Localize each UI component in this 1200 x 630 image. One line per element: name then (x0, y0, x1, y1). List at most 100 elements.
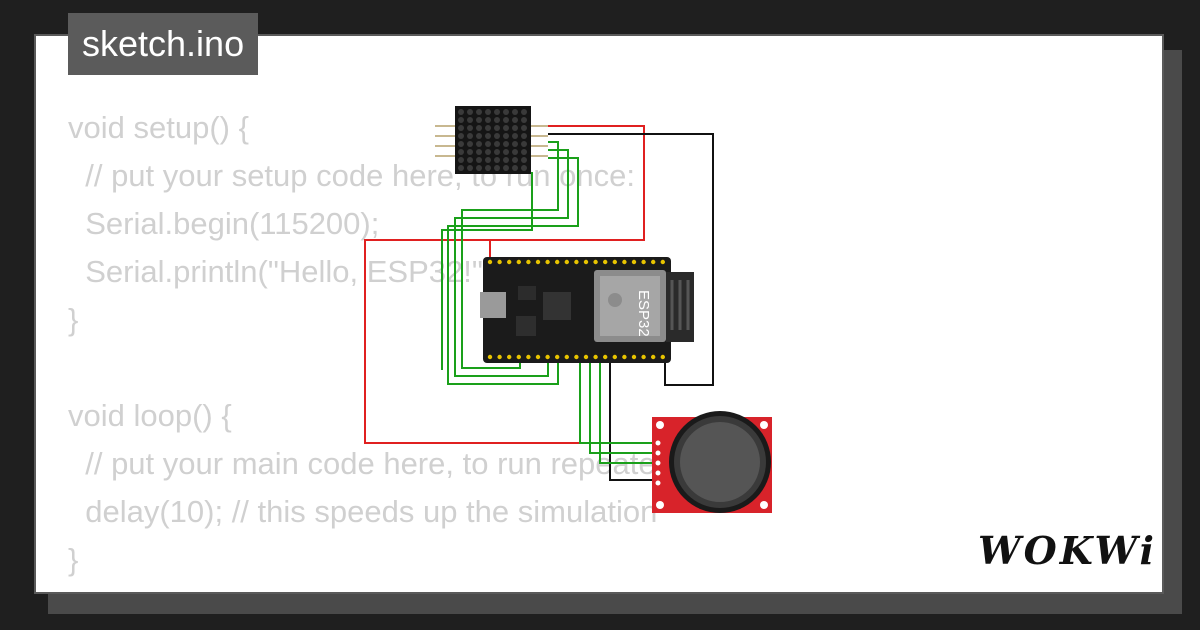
code-line: } (68, 542, 79, 577)
signal-wire (461, 141, 559, 369)
code-line: Serial.begin(115200); (68, 206, 380, 241)
header-pin (497, 354, 502, 360)
header-pin (545, 259, 550, 265)
led-dot (476, 109, 482, 115)
header-pin (516, 354, 521, 360)
joystick-module[interactable] (652, 411, 772, 513)
led-dot (485, 141, 491, 147)
header-pin (535, 259, 541, 265)
led-dot (521, 165, 527, 171)
header-pin (631, 354, 637, 360)
led-dot (494, 133, 500, 139)
led-dot (512, 109, 518, 115)
led-dot (485, 133, 491, 139)
led-dot (503, 117, 509, 123)
led-dot (503, 157, 509, 163)
led-dot (494, 117, 500, 123)
signal-wire (599, 362, 660, 464)
header-pin (574, 354, 579, 360)
wires (364, 125, 714, 481)
led-dot (476, 133, 482, 139)
led-dot (512, 117, 518, 123)
led-dot (494, 125, 500, 131)
header-pin (564, 354, 569, 360)
header-pin (526, 259, 531, 265)
header-pin (612, 259, 617, 265)
file-tab[interactable]: sketch.ino (68, 13, 259, 75)
led-dot (485, 109, 491, 115)
led-dot (467, 109, 473, 115)
header-pin (593, 354, 598, 360)
led-dot (485, 165, 491, 171)
led-dot (503, 149, 509, 155)
header-pin (583, 259, 589, 265)
header-pin (612, 354, 617, 360)
led-dot (521, 109, 527, 115)
header-pin (507, 259, 512, 265)
header-pin (487, 354, 493, 360)
led-dot (503, 109, 509, 115)
led-dot (521, 157, 527, 163)
header-pin (603, 259, 608, 265)
led-dot (521, 117, 527, 123)
signal-wire (441, 172, 533, 370)
led-dot (467, 141, 473, 147)
header-pin (651, 354, 656, 360)
joystick-pins (655, 440, 661, 486)
led-dot (512, 149, 518, 155)
led-dot (476, 157, 482, 163)
header-pin (555, 354, 560, 360)
code-line: // put your setup code here, to run once… (68, 158, 635, 193)
led-dot (458, 157, 464, 163)
power-wire-joystick (364, 239, 660, 444)
code-line: void loop() { (68, 398, 232, 433)
led-dot (494, 141, 500, 147)
led-dot (467, 157, 473, 163)
led-dot (512, 165, 518, 171)
led-dot (512, 125, 518, 131)
ground-wire (548, 133, 714, 386)
led-dot (467, 125, 473, 131)
header-pin (603, 354, 608, 360)
header-pin (574, 259, 579, 265)
led-dot (494, 109, 500, 115)
led-dot (521, 141, 527, 147)
signal-wire (447, 157, 579, 385)
header-pin (497, 259, 502, 265)
led-dot (485, 157, 491, 163)
led-dot (458, 141, 464, 147)
led-dot (494, 165, 500, 171)
led-dot (476, 117, 482, 123)
led-dot (503, 165, 509, 171)
led-dot (476, 165, 482, 171)
led-dot (494, 157, 500, 163)
header-pin (526, 354, 531, 360)
header-pin (660, 354, 665, 360)
led-dot (467, 117, 473, 123)
led-dot (458, 125, 464, 131)
header-pin (516, 259, 521, 265)
header-pin (651, 259, 656, 265)
led-dot (458, 109, 464, 115)
header-pin (631, 259, 637, 265)
led-dot (503, 125, 509, 131)
led-dot (485, 149, 491, 155)
led-dot (458, 117, 464, 123)
led-dot (458, 149, 464, 155)
led-dot (485, 125, 491, 131)
led-dot (503, 133, 509, 139)
header-pin (507, 354, 512, 360)
header-pin (660, 259, 665, 265)
header-pin (641, 354, 646, 360)
wokwi-logo: WOKWi (978, 528, 1157, 573)
led-dot (521, 133, 527, 139)
led-dot (476, 125, 482, 131)
header-pin (535, 354, 541, 360)
header-pin (487, 259, 493, 265)
signal-wire (589, 362, 660, 454)
esp32-board[interactable]: ESP32 (480, 257, 694, 363)
led-matrix[interactable] (435, 106, 548, 174)
code-editor[interactable]: void setup() { // put your setup code he… (68, 104, 704, 584)
led-dot (512, 141, 518, 147)
header-pin (641, 259, 646, 265)
